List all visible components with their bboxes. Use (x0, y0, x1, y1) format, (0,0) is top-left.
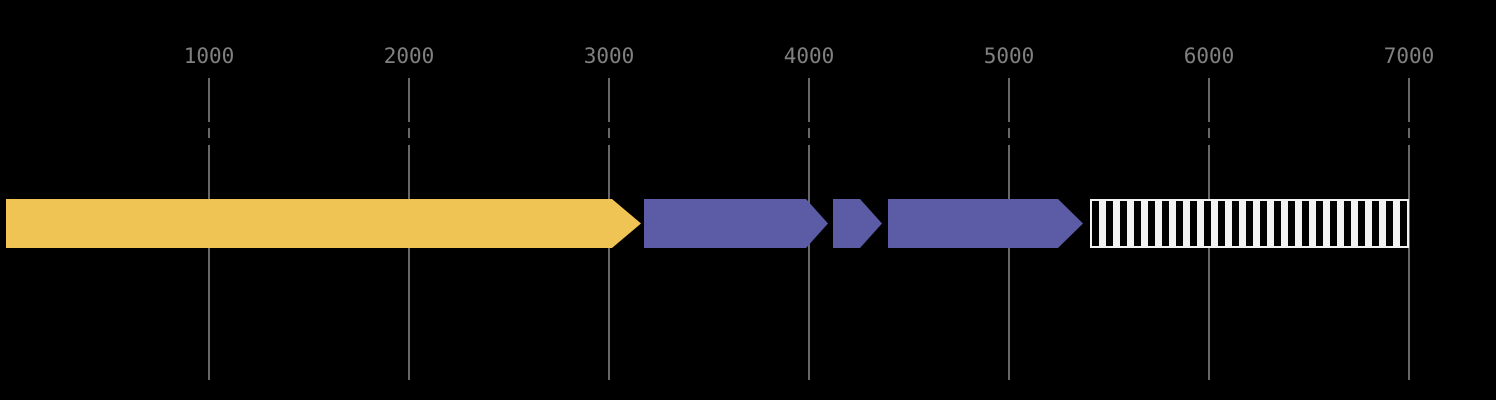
feature-arrow-shape (644, 199, 828, 248)
axis-tick-label-4000: 4000 (783, 44, 835, 68)
feature-arrow[interactable] (888, 199, 1083, 248)
feature-arrow[interactable] (6, 199, 641, 248)
feature-arrow-polygon (833, 199, 882, 248)
feature-arrow-shape (6, 199, 641, 248)
axis-tick-label-5000: 5000 (983, 44, 1035, 68)
axis-gridline-7000 (1408, 78, 1410, 380)
feature-arrow-polygon (888, 199, 1083, 248)
feature-arrow-shape (833, 199, 882, 248)
feature-arrow[interactable] (833, 199, 882, 248)
feature-striped-box[interactable] (1090, 199, 1409, 248)
feature-arrow-shape (888, 199, 1083, 248)
axis-tick-label-6000: 6000 (1183, 44, 1235, 68)
axis-tick-label-7000: 7000 (1383, 44, 1435, 68)
feature-arrow-polygon (644, 199, 828, 248)
axis-tick-label-2000: 2000 (383, 44, 435, 68)
axis-tick-label-3000: 3000 (583, 44, 635, 68)
feature-arrow[interactable] (644, 199, 828, 248)
feature-arrow-polygon (6, 199, 641, 248)
axis-tick-label-1000: 1000 (183, 44, 235, 68)
